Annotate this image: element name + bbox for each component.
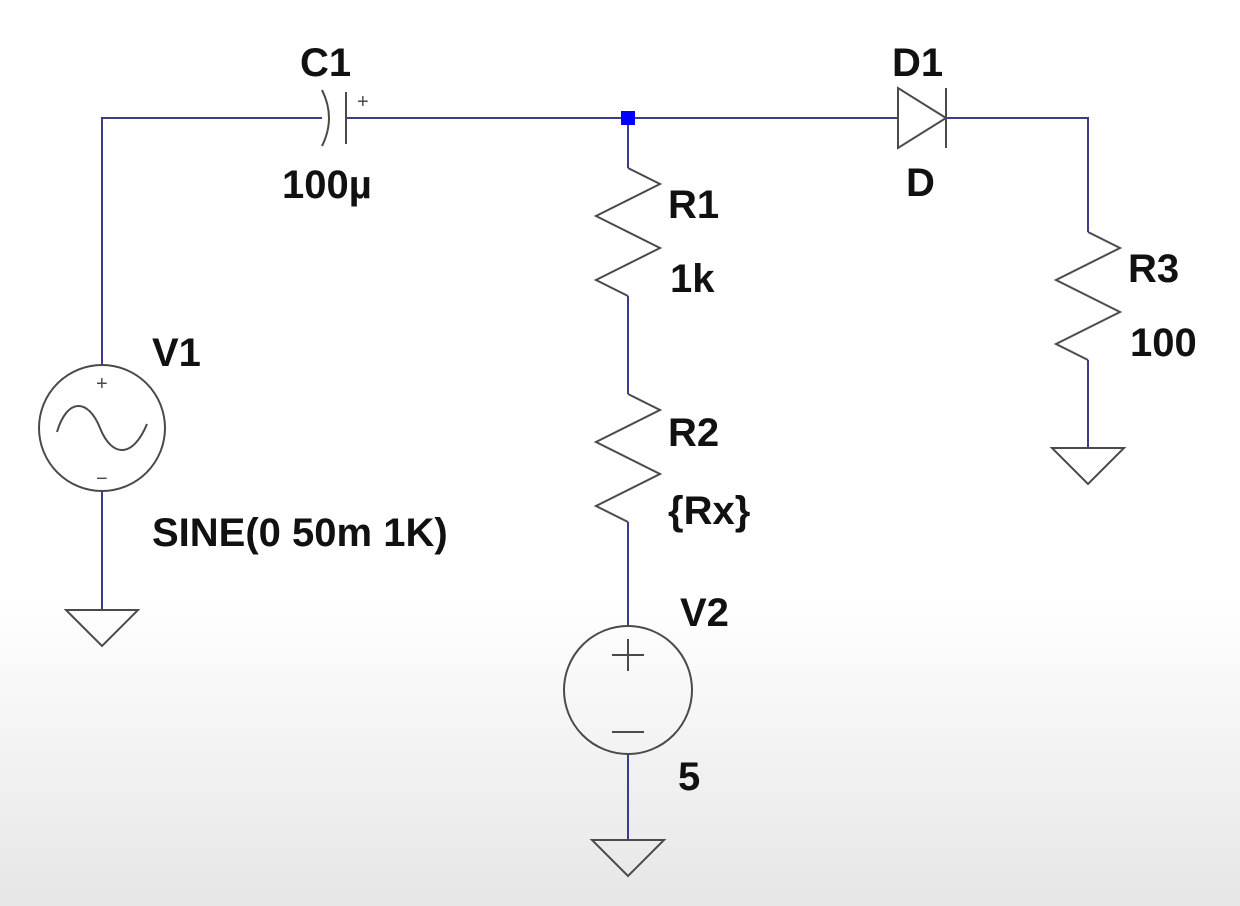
voltage-source-v1[interactable]: + − V1 SINE(0 50m 1K) <box>38 331 448 555</box>
sine-wave-icon <box>56 405 148 451</box>
r3-value-label: 100 <box>1130 321 1197 365</box>
wires <box>101 117 1089 840</box>
voltage-source-v2[interactable]: V2 5 <box>563 591 729 799</box>
capacitor-plus-sign: + <box>357 91 369 113</box>
resistor-r3-zigzag <box>1053 231 1123 361</box>
v2-value-label: 5 <box>678 755 700 799</box>
d1-ref-label: D1 <box>892 41 943 85</box>
resistor-r3[interactable]: R3 100 <box>1053 231 1197 365</box>
capacitor-c1[interactable]: + C1 100µ <box>282 41 372 207</box>
v2-ref-label: V2 <box>680 591 729 635</box>
resistor-r2[interactable]: R2 {Rx} <box>593 393 750 533</box>
c1-ref-label: C1 <box>300 41 351 85</box>
r2-ref-label: R2 <box>668 411 719 455</box>
v1-value-label: SINE(0 50m 1K) <box>152 511 448 555</box>
resistor-r1[interactable]: R1 1k <box>593 167 719 301</box>
ground-icon-r3 <box>1049 447 1127 486</box>
d1-value-label: D <box>906 161 935 205</box>
junction-node <box>621 111 635 125</box>
v1-ref-label: V1 <box>152 331 201 375</box>
v1-plus-sign: + <box>96 373 108 395</box>
v1-minus-sign: − <box>96 468 108 490</box>
resistor-r1-zigzag <box>593 167 663 297</box>
v1-source-circle <box>38 364 166 492</box>
ground-icon-v1 <box>63 609 141 648</box>
r3-ref-label: R3 <box>1128 247 1179 291</box>
r1-value-label: 1k <box>670 257 715 301</box>
resistor-r2-zigzag <box>593 393 663 523</box>
r1-ref-label: R1 <box>668 183 719 227</box>
diode-d1[interactable]: D1 D <box>892 41 948 205</box>
c1-value-label: 100µ <box>282 163 372 207</box>
wire-d1-to-r3 <box>946 117 1089 232</box>
capacitor-curved-plate <box>321 89 330 147</box>
diode-triangle <box>897 86 948 150</box>
r2-value-label: {Rx} <box>668 489 750 533</box>
ground-icon-v2 <box>589 839 667 878</box>
wire-v1-to-c1 <box>101 117 322 365</box>
v2-source-circle <box>563 625 693 755</box>
